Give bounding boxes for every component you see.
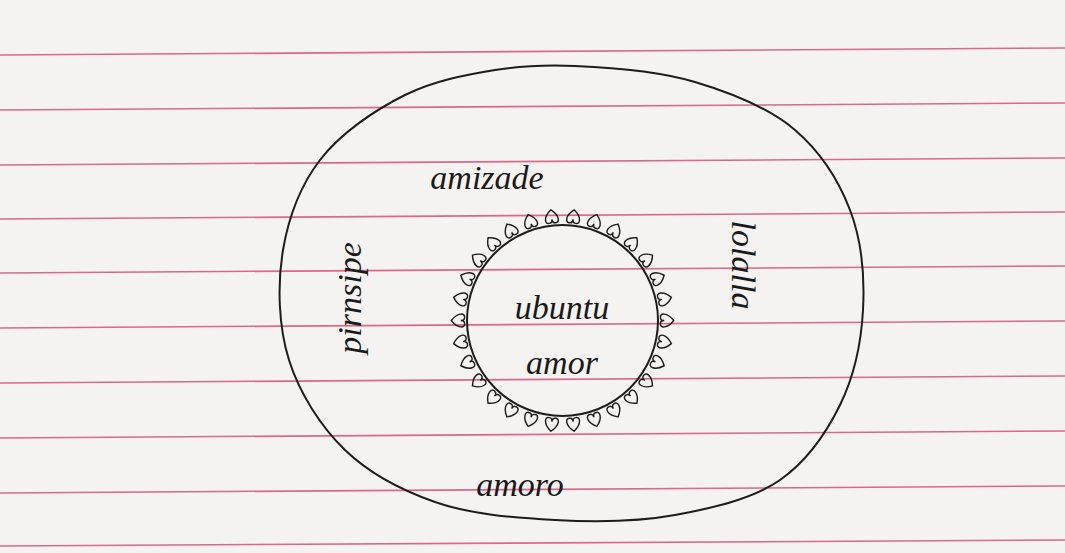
heart-symbol	[483, 389, 502, 408]
inner-circle: ubuntu amor	[465, 223, 660, 418]
heart-symbol	[657, 291, 673, 306]
heart-symbol	[587, 412, 603, 429]
heart-symbol	[452, 335, 468, 350]
heart-symbol	[606, 221, 624, 239]
heart-symbol	[566, 209, 580, 224]
heart-symbol	[452, 291, 468, 306]
heart-symbol	[522, 412, 538, 429]
heart-symbol	[649, 354, 666, 371]
heart-symbol	[660, 314, 673, 327]
heart-symbol	[458, 269, 475, 286]
heart-symbol	[623, 234, 642, 253]
outer-circle: ubuntu amor amizade pirnsipe lolalla amoro	[275, 60, 865, 525]
outer-outline-path	[280, 65, 864, 521]
heart-symbol	[649, 269, 666, 286]
handwritten-word: amor	[526, 346, 598, 380]
heart-symbol	[657, 335, 673, 350]
heart-symbol	[638, 250, 656, 268]
heart-symbol	[544, 417, 558, 432]
heart-ring	[451, 209, 674, 432]
inner-outline-circle	[467, 225, 658, 416]
handwritten-word: pirnsipe	[333, 242, 367, 353]
heart-symbol	[566, 417, 580, 432]
heart-symbol	[469, 373, 487, 391]
heart-symbol	[623, 389, 642, 408]
handwritten-word: amoro	[476, 468, 564, 502]
heart-symbol	[469, 250, 487, 268]
heart-symbol	[522, 213, 538, 230]
handwritten-word: amizade	[430, 161, 543, 195]
heart-symbol	[451, 314, 464, 327]
heart-symbol	[501, 221, 519, 239]
handwritten-word: ubuntu	[515, 291, 609, 325]
heart-symbol	[606, 402, 624, 420]
handwritten-word: lolalla	[726, 221, 760, 310]
heart-symbol	[544, 209, 558, 224]
heart-symbol	[501, 402, 519, 420]
heart-symbol	[638, 373, 656, 391]
heart-symbol	[458, 354, 475, 371]
heart-symbol	[483, 234, 502, 253]
heart-symbol	[587, 213, 603, 230]
